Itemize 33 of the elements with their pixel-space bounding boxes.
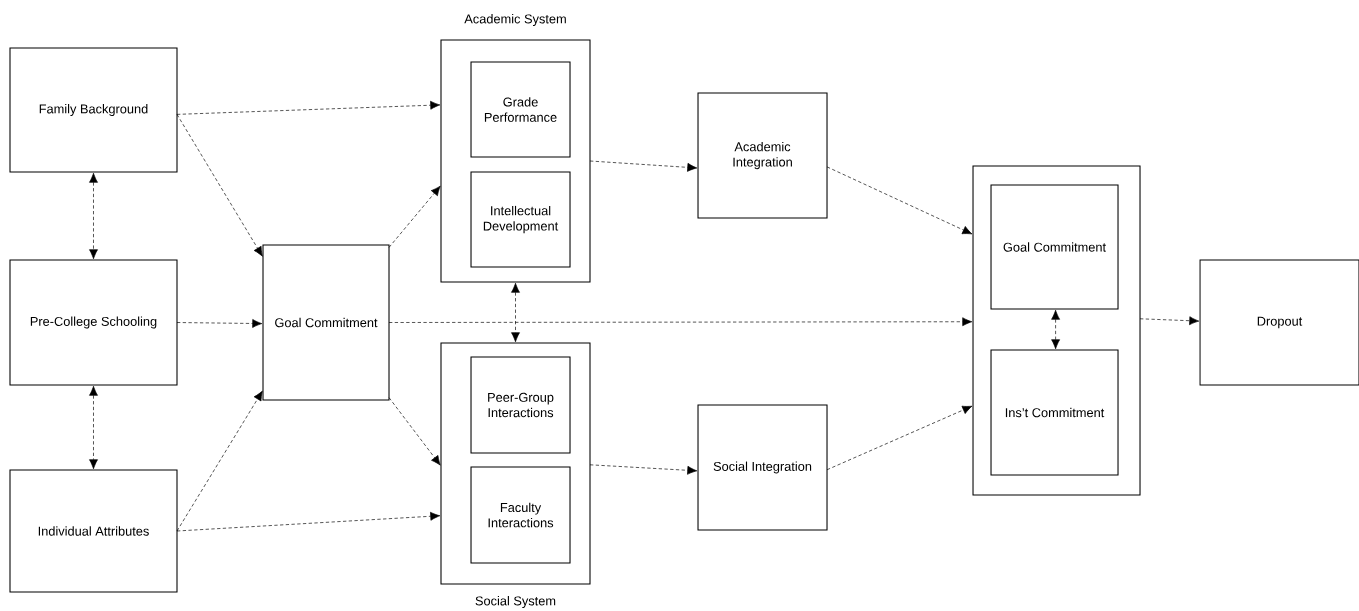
arrow <box>511 282 520 343</box>
process-box: Intellectual Development <box>470 171 571 268</box>
process-box: Social Integration <box>697 404 828 531</box>
arrow <box>388 397 441 466</box>
arrow <box>589 160 698 172</box>
process-box: Family Background <box>9 47 178 173</box>
process-box: Faculty Interactions <box>470 466 571 564</box>
arrow <box>826 166 973 235</box>
arrow <box>176 319 263 328</box>
arrow <box>176 390 263 532</box>
arrow <box>589 464 698 475</box>
process-box: Peer-Group Interactions <box>470 356 571 454</box>
arrow <box>388 185 441 248</box>
process-box: Ins’t Commitment <box>990 349 1119 476</box>
arrow <box>89 172 98 260</box>
process-box: Goal Commitment <box>990 184 1119 310</box>
process-box: Individual Attributes <box>9 469 178 593</box>
arrow <box>826 405 973 471</box>
group-heading: Social System <box>475 596 556 608</box>
arrow <box>1051 309 1060 350</box>
process-box: Pre-College Schooling <box>9 259 178 386</box>
arrow <box>388 317 973 327</box>
arrow <box>176 114 263 257</box>
group-heading: Academic System <box>464 14 566 26</box>
process-box: Grade Performance <box>470 61 571 158</box>
process-box: Dropout <box>1199 259 1359 386</box>
arrow <box>176 511 441 532</box>
process-box: Goal Commitment <box>262 244 390 401</box>
group-box <box>972 165 1141 496</box>
arrow <box>89 385 98 470</box>
arrow <box>176 100 441 115</box>
arrow <box>1139 316 1200 326</box>
process-box: Academic Integration <box>697 92 828 219</box>
